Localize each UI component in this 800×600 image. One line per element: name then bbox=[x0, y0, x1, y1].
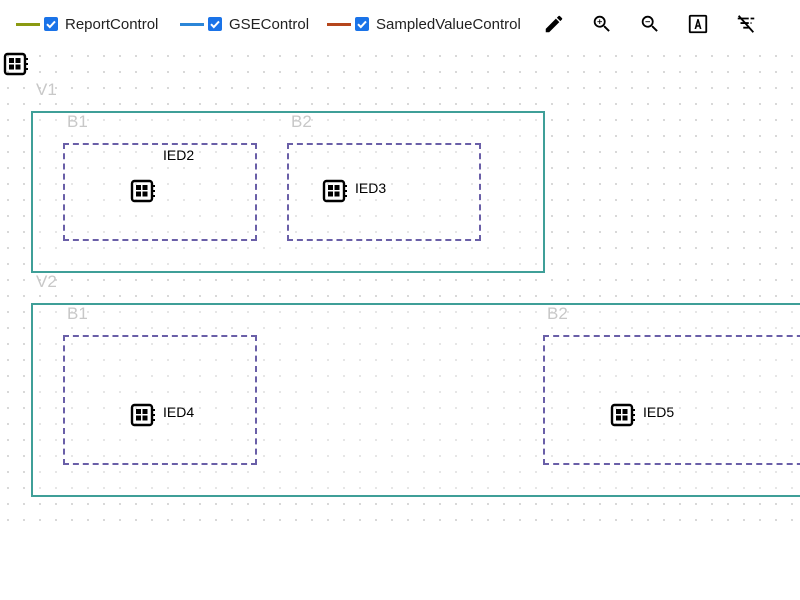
bay-label-v1-b2: B2 bbox=[291, 112, 312, 131]
bay-v1-b2[interactable] bbox=[287, 143, 481, 241]
report-control-line bbox=[16, 22, 40, 26]
pencil-icon bbox=[545, 15, 563, 33]
ied-label-ied4: IED4 bbox=[163, 404, 195, 420]
sampled-value-control-label: SampledValueControl bbox=[376, 15, 521, 33]
gse-control-label: GSEControl bbox=[229, 15, 310, 33]
substation-icon[interactable] bbox=[3, 52, 29, 76]
ied-icon-ied5[interactable] bbox=[610, 403, 636, 427]
zoom-out-icon bbox=[641, 15, 658, 32]
voltage-level-label-v1: V1 bbox=[36, 80, 57, 99]
gse-control-checkbox[interactable] bbox=[208, 17, 222, 31]
zoom-in-button[interactable] bbox=[590, 12, 614, 36]
sampled-value-control-line bbox=[327, 22, 351, 26]
ied-label-ied5: IED5 bbox=[643, 404, 675, 420]
edit-button[interactable] bbox=[542, 12, 566, 36]
canvas-grid[interactable] bbox=[0, 48, 800, 524]
bay-label-v1-b1: B1 bbox=[67, 112, 88, 131]
ied-label-ied2: IED2 bbox=[163, 147, 195, 163]
ied-icon-ied4[interactable] bbox=[130, 403, 156, 427]
legend-report-control: ReportControl bbox=[16, 12, 158, 36]
ied-icon-ied2[interactable] bbox=[130, 179, 156, 203]
bay-label-v2-b2: B2 bbox=[547, 304, 568, 323]
filter-off-icon bbox=[737, 15, 755, 33]
bay-v1-b1[interactable] bbox=[63, 143, 257, 241]
bay-label-v2-b1: B1 bbox=[67, 304, 88, 323]
sampled-value-control-checkbox[interactable] bbox=[355, 17, 369, 31]
toggle-labels-button[interactable] bbox=[686, 12, 710, 36]
ied-label-ied3: IED3 bbox=[355, 180, 387, 196]
bay-v2-b1[interactable] bbox=[63, 335, 257, 465]
legend-gse-control: GSEControl bbox=[180, 12, 309, 36]
zoom-out-button[interactable] bbox=[638, 12, 662, 36]
toolbar: ReportControl GSEControl SampledValueCon… bbox=[0, 0, 800, 48]
gse-control-line bbox=[180, 22, 204, 26]
report-control-checkbox[interactable] bbox=[44, 17, 58, 31]
label-icon bbox=[688, 14, 708, 34]
filter-off-button[interactable] bbox=[734, 12, 758, 36]
report-control-label: ReportControl bbox=[65, 15, 159, 33]
ied-icon-ied3[interactable] bbox=[322, 179, 348, 203]
bay-v2-b2[interactable] bbox=[543, 335, 800, 465]
voltage-level-label-v2: V2 bbox=[36, 272, 57, 291]
zoom-in-icon bbox=[593, 15, 610, 32]
legend-sampled-value-control: SampledValueControl bbox=[327, 12, 521, 36]
